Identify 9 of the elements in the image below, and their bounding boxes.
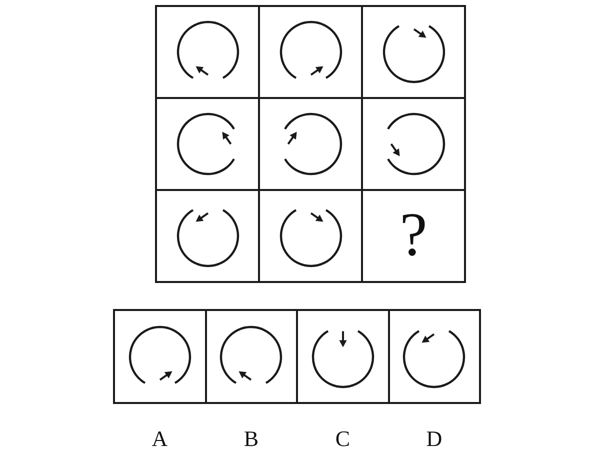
puzzle-cell [361,5,466,99]
puzzle-cell [155,5,260,99]
option-letter: A [152,428,168,450]
option-letter: D [426,428,442,450]
question-mark: ? [400,204,428,266]
puzzle-cell [155,189,260,283]
puzzle-cell [361,189,466,283]
option-letter: C [335,428,350,450]
option-letter: B [244,428,259,450]
